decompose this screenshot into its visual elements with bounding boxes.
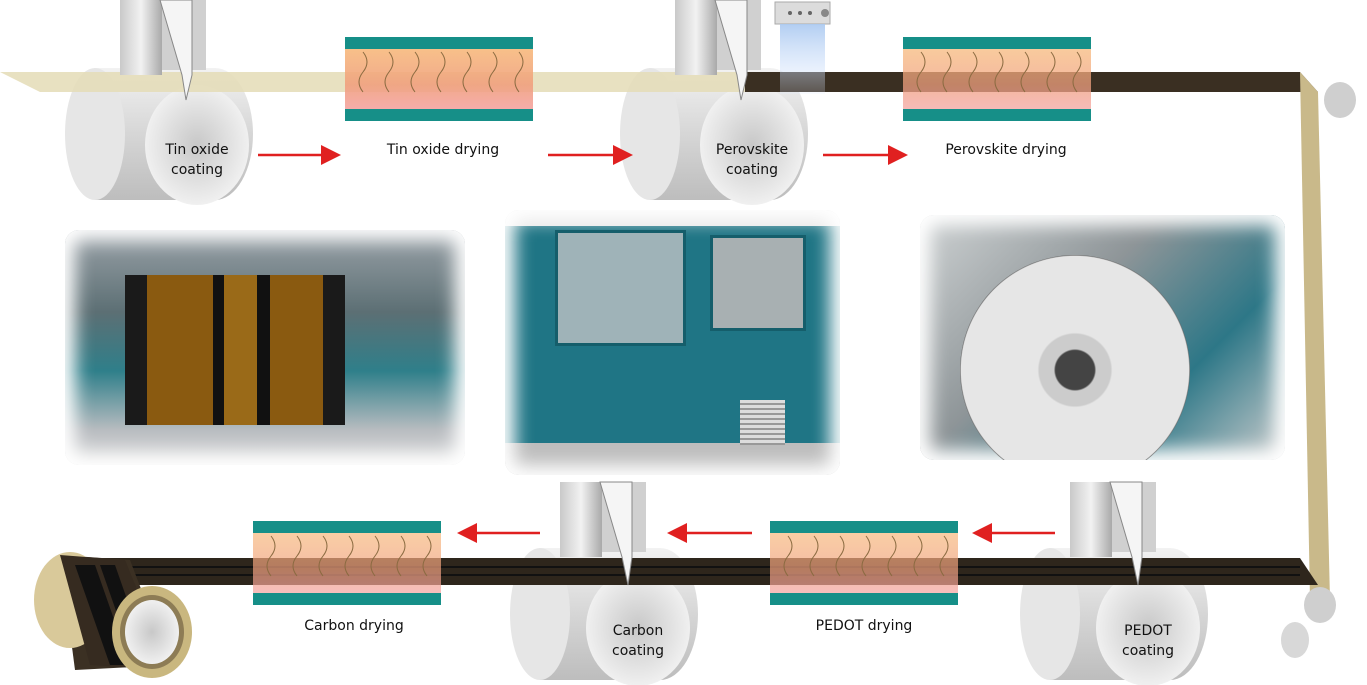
heat-wave-icon (410, 51, 420, 93)
heat-wave-icon (488, 51, 498, 93)
heat-wave-icon (266, 535, 276, 577)
heat-wave-icon (809, 535, 819, 577)
heat-wave-icons (266, 51, 1082, 577)
heat-wave-icon (783, 535, 793, 577)
heat-wave-icon (344, 535, 354, 577)
heat-wave-icon (861, 535, 871, 577)
heat-wave-icon (462, 51, 472, 93)
heat-wave-icon (292, 535, 302, 577)
perovskite-drying-label: Perovskite drying (945, 142, 1066, 158)
rewind-roll (34, 552, 192, 678)
photo-roll-to-roll-machine (505, 210, 840, 475)
heat-wave-icon (1072, 51, 1082, 93)
tin-oxide-dryer (345, 37, 533, 121)
carbon-dryer (253, 521, 441, 605)
photo-coated-film-roll (65, 230, 465, 465)
carbon-slot-die (560, 481, 646, 586)
heat-wave-icon (887, 535, 897, 577)
heat-wave-icon (835, 535, 845, 577)
heat-wave-icon (968, 51, 978, 93)
spray-head (774, 1, 831, 94)
heat-wave-icon (916, 51, 926, 93)
heat-wave-icon (422, 535, 432, 577)
heat-wave-icon (384, 51, 394, 93)
tin-oxide-coating-roller (65, 68, 253, 205)
tin-oxide-drying-label: Tin oxide drying (386, 142, 499, 158)
heat-wave-icon (514, 51, 524, 93)
heat-wave-icon (358, 51, 368, 93)
bottom-right-guide-roller (1304, 587, 1336, 623)
perovskite-slot-die (675, 0, 761, 101)
pedot-dryer (770, 521, 958, 605)
heat-wave-icon (942, 51, 952, 93)
heat-wave-icon (939, 535, 949, 577)
heat-wave-icon (913, 535, 923, 577)
heat-wave-icon (370, 535, 380, 577)
photo-coating-roller-closeup (920, 215, 1285, 460)
top-right-guide-roller (1324, 82, 1356, 118)
carbon-drying-label: Carbon drying (304, 618, 403, 634)
perovskite-dryer (903, 37, 1091, 121)
heat-wave-icon (1020, 51, 1030, 93)
heat-wave-icon (1046, 51, 1056, 93)
guide-roller (1281, 622, 1309, 658)
heat-wave-icon (396, 535, 406, 577)
pedot-slot-die (1070, 481, 1156, 586)
pedot-drying-label: PEDOT drying (816, 618, 913, 634)
heat-wave-icon (994, 51, 1004, 93)
heat-wave-icon (436, 51, 446, 93)
heat-wave-icon (318, 535, 328, 577)
tin-oxide-slot-die (120, 0, 206, 101)
perovskite-coating-roller (620, 68, 808, 205)
coated-web-bottom (60, 558, 1318, 585)
web-vertical-segment (1300, 72, 1330, 600)
